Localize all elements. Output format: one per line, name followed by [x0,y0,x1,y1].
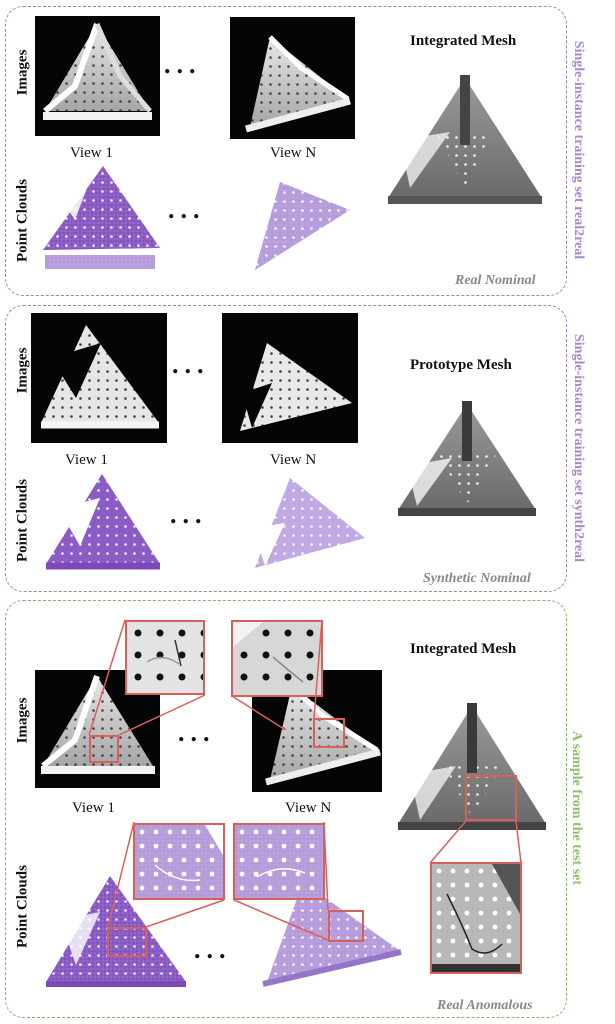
panel-test-sample [5,600,567,1018]
view-1-label: View 1 [65,452,108,468]
side-label-test-set: A sample from the test set [569,730,584,886]
zoom-box-pc-view-1 [107,927,147,957]
view-1-label: View 1 [72,800,115,816]
view-n-label: View N [270,145,317,161]
zoom-box-image-view-n [313,718,345,748]
image-view-1 [35,16,160,136]
image-view-1 [31,313,167,443]
pc-ellipsis: ... [170,500,208,529]
row-label-point-clouds: Point Clouds [14,179,31,262]
image-view-n [222,313,358,443]
row-label-images: Images [14,347,31,394]
pc-ellipsis: ... [168,195,206,224]
mesh-title: Integrated Mesh [410,33,517,49]
mesh-title: Integrated Mesh [410,641,517,657]
zoom-box-image-view-1 [89,735,119,763]
view-ellipsis: ... [172,350,210,379]
point-cloud-view-1 [35,160,165,278]
view-ellipsis: ... [164,50,202,79]
image-view-n [230,17,355,139]
tag-real-nominal: Real Nominal [455,273,536,288]
point-cloud-view-n [235,468,370,578]
row-label-images: Images [14,697,31,744]
zoom-box-pc-view-n [328,910,364,942]
zoom-inset-image-view-n [231,620,323,697]
view-n-label: View N [270,452,317,468]
zoom-inset-pc-view-n [233,823,325,900]
side-label-real2real: Single-instance training set real2real [571,40,586,260]
zoom-inset-image-view-1 [125,620,205,695]
point-cloud-view-1 [40,468,165,578]
side-label-synth2real: Single-instance training set synth2real [571,333,586,563]
point-cloud-view-n [253,870,403,992]
prototype-mesh [392,398,542,523]
panel-synth2real [5,305,567,592]
zoom-connector-pc-view-1 [107,822,225,928]
integrated-mesh [380,70,550,215]
view-ellipsis: ... [178,718,216,747]
row-label-point-clouds: Point Clouds [14,865,31,948]
point-cloud-view-1 [40,870,190,995]
zoom-inset-pc-view-1 [133,823,225,900]
view-n-label: View N [285,800,332,816]
tag-synthetic-nominal: Synthetic Nominal [423,571,531,586]
zoom-connector-image-view-n [231,620,323,730]
view-1-label: View 1 [70,145,113,161]
zoom-connector-pc-view-n [233,822,329,941]
zoom-inset-mesh [430,862,522,974]
mesh-title: Prototype Mesh [410,357,512,373]
point-cloud-view-n [235,170,360,275]
panel-real2real [5,6,567,296]
pc-ellipsis: ... [194,935,232,964]
zoom-box-mesh [465,775,517,821]
row-label-images: Images [14,49,31,96]
zoom-connector-image-view-1 [88,620,206,736]
zoom-connector-mesh [429,820,522,864]
row-label-point-clouds: Point Clouds [14,479,31,562]
tag-real-anomalous: Real Anomalous [437,998,533,1013]
